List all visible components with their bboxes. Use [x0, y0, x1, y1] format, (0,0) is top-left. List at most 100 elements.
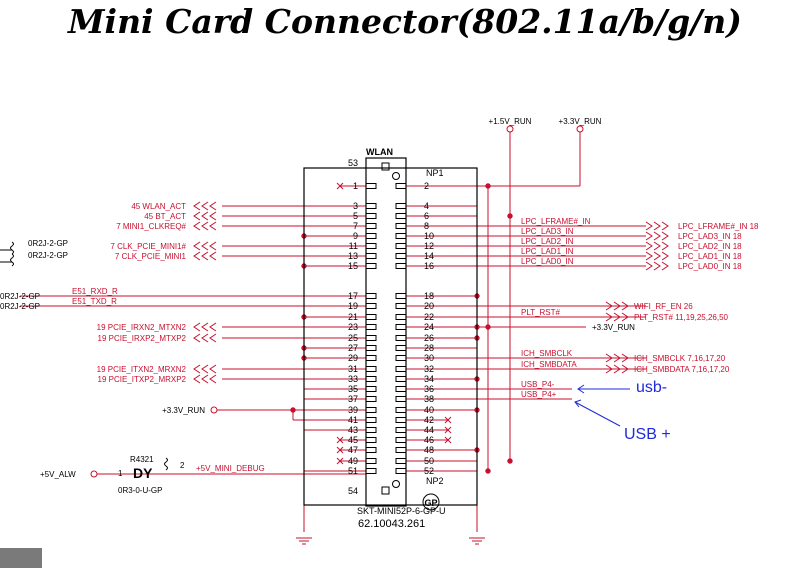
signal-chevrons	[605, 301, 629, 311]
pin-pad-left	[365, 293, 377, 299]
debug-supply-label: +5V_ALW	[40, 470, 76, 479]
junction-dot	[485, 468, 491, 474]
pin-pad-right	[395, 427, 407, 433]
pin-number-left: 5	[353, 211, 358, 221]
chevron-mark	[653, 261, 661, 271]
pin-pad-right	[395, 253, 407, 259]
debug-pin1-label: 1	[118, 469, 123, 478]
debug-pin2-label: 2	[180, 461, 185, 470]
chevron-mark	[605, 364, 613, 374]
chevron-mark	[621, 301, 629, 311]
no-connect-stroke	[444, 416, 452, 424]
connector-ref: WLAN	[366, 147, 393, 157]
pin-number-right: 12	[424, 241, 434, 251]
pin-number-left: 29	[348, 353, 358, 363]
offpage-label: LPC_LAD2_IN 18	[678, 242, 742, 251]
chevron-mark	[605, 312, 613, 322]
pin-number-left: 27	[348, 343, 358, 353]
pin-pad-right	[395, 366, 407, 372]
chevron-mark	[605, 301, 613, 311]
chevron-mark	[193, 322, 201, 332]
pin-number-left: 43	[348, 425, 358, 435]
offpage-label: PLT_RST# 11,19,25,26,50	[634, 313, 729, 322]
signal-chevrons	[193, 333, 217, 343]
no-connect-stroke	[336, 436, 344, 444]
pin-number-right: 10	[424, 231, 434, 241]
pin-number-left: 41	[348, 415, 358, 425]
chevron-mark	[613, 312, 621, 322]
pin-pad-right	[395, 376, 407, 382]
signal-chevrons	[645, 251, 669, 261]
pin-number-left: 49	[348, 456, 358, 466]
rail-terminal	[506, 125, 514, 133]
no-connect-stroke	[336, 446, 344, 454]
debug-resistor-symbol	[164, 457, 168, 471]
edge-label: 0R2J-2-GP	[0, 302, 40, 311]
chevron-mark	[209, 374, 217, 384]
pin-pad-left	[365, 407, 377, 413]
pin-pad-right	[395, 203, 407, 209]
pin-pad-right	[395, 396, 407, 402]
np1-label: NP1	[426, 168, 444, 178]
connector-outline	[303, 167, 478, 506]
chevron-mark	[201, 241, 209, 251]
no-connect-stroke	[444, 436, 452, 444]
signal-label: 19 PCIE_ITXP2_MRXP2	[98, 375, 187, 384]
pin-pad-right	[395, 233, 407, 239]
pin-pad-left	[365, 447, 377, 453]
pin-number-right: 34	[424, 374, 434, 384]
edge-label: 0R2J-2-GP	[0, 292, 40, 301]
pin-pad-left	[365, 366, 377, 372]
pin-number-right: 22	[424, 312, 434, 322]
chevron-mark	[661, 231, 669, 241]
offpage-label: LPC_LFRAME#_IN 18	[678, 222, 759, 231]
pin-pad-left	[365, 223, 377, 229]
no-connect-mark	[336, 182, 344, 190]
chevron-mark	[193, 221, 201, 231]
signal-chevrons	[605, 364, 629, 374]
chevron-mark	[621, 364, 629, 374]
rail-terminal	[576, 125, 584, 133]
gp-label: GP	[424, 498, 437, 508]
pin-number-left: 51	[348, 466, 358, 476]
resistor-body	[10, 241, 14, 255]
resistor-label: 0R2J-2-GP	[28, 239, 68, 248]
chevron-mark	[193, 241, 201, 251]
chevron-mark	[653, 221, 661, 231]
pin-number-left: 15	[348, 261, 358, 271]
pin-number-right: 42	[424, 415, 434, 425]
pin-pad-right	[395, 324, 407, 330]
signal-label: 19 PCIE_ITXN2_MRXN2	[97, 365, 187, 374]
pin-pad-right	[395, 223, 407, 229]
pin-pad-left	[365, 345, 377, 351]
pin-pad-left	[365, 335, 377, 341]
pin-number-right: 32	[424, 364, 434, 374]
pin-number-right: 4	[424, 201, 429, 211]
pin-pad-left	[365, 303, 377, 309]
pin-number-right: 26	[424, 333, 434, 343]
pin-pad-left	[365, 213, 377, 219]
chevron-mark	[201, 251, 209, 261]
chevron-mark	[193, 333, 201, 343]
connector-part: SKT-MINI52P-6-GP-U	[357, 506, 446, 516]
debug-ref-label: R4321	[130, 455, 154, 464]
chevron-mark	[661, 221, 669, 231]
chevron-mark	[645, 241, 653, 251]
signal-label: USB_P4+	[521, 390, 557, 399]
chevron-mark	[201, 322, 209, 332]
pin-number-right: 16	[424, 261, 434, 271]
signal-label: 7 CLK_PCIE_MINI1#	[110, 242, 186, 251]
offpage-label: LPC_LAD1_IN 18	[678, 252, 742, 261]
signal-chevrons	[645, 261, 669, 271]
signal-label: LPC_LAD0_IN	[521, 257, 574, 266]
pin-pad-right	[395, 335, 407, 341]
signal-chevrons	[193, 211, 217, 221]
signal-chevrons	[193, 241, 217, 251]
offpage-label: WIFI_RF_EN 26	[634, 302, 693, 311]
chevron-mark	[661, 251, 669, 261]
rail-terminal	[90, 470, 98, 478]
junction-dot	[507, 458, 513, 464]
pin-number-left: 9	[353, 231, 358, 241]
usb-minus-head	[577, 384, 585, 394]
